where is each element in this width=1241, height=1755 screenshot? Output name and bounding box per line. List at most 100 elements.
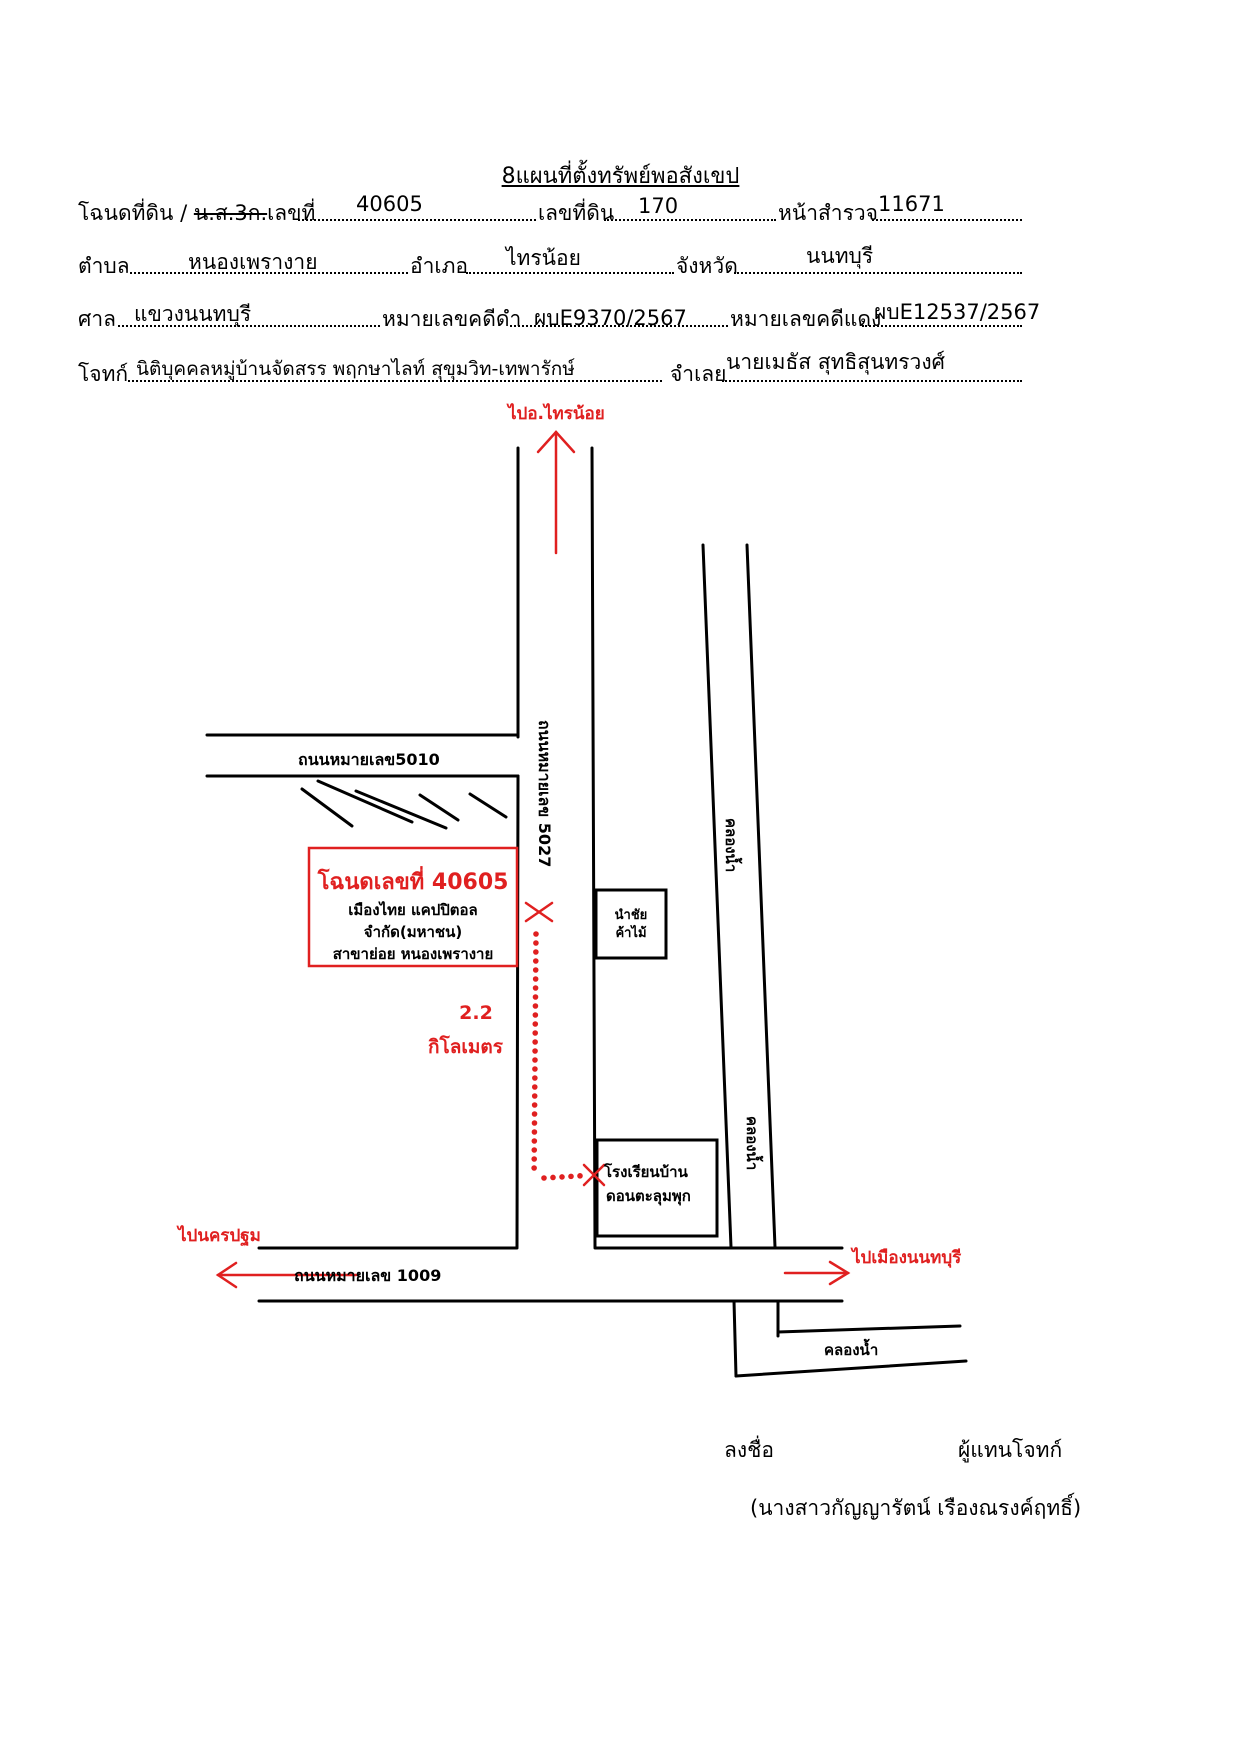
district-dotline (466, 272, 674, 274)
route-dot (533, 949, 539, 955)
distance-unit: กิโลเมตร (428, 1036, 503, 1058)
route-dot (533, 940, 539, 946)
distance-value: 2.2 (459, 1002, 493, 1024)
shop-label-line1: นำชัย (614, 908, 648, 923)
road-5027-right-edge (590, 446, 597, 1249)
deed-box-line2: จำกัด(มหาชน) (363, 923, 463, 941)
land-number-dotline (604, 219, 776, 221)
canal-bottom-upper-edge (776, 1324, 962, 1334)
canal-label-upper: คลองน้ำ (722, 818, 740, 873)
route-dot (532, 985, 539, 991)
deed-box-title: โฉนดเลขที่ 40605 (317, 870, 509, 895)
signer-name: (นางสาวกัญญารัตน์ เรืองณรงค์ฤทธิ์) (750, 1496, 1082, 1520)
canal-right-edge (745, 543, 777, 1249)
route-dot (532, 1039, 538, 1045)
road-5027-left-edge-bottom (515, 774, 520, 1249)
route-dot (532, 1021, 539, 1027)
hatch-line (418, 793, 460, 822)
route-dot (532, 976, 539, 982)
survey-page-label: หน้าสำรวจ (778, 201, 878, 225)
red-case-value: ผบE12537/2567 (874, 300, 1041, 324)
road-5010-label: ถนนหมายเลข5010 (298, 750, 440, 769)
school-box (595, 1138, 719, 1238)
subdistrict-value: หนองเพรางาย (188, 250, 318, 274)
route-dot (531, 1093, 538, 1099)
school-label-line1: โรงเรียนบ้าน (604, 1163, 688, 1181)
district-value: ไทรน้อย (506, 246, 581, 270)
deed-box-frame (307, 846, 519, 968)
hatch-line (468, 792, 508, 819)
defendant-label: จำเลย (670, 362, 727, 386)
route-dot (532, 1057, 538, 1063)
black-case-label: หมายเลขคดีดำ (382, 307, 522, 331)
land-number-label: เลขที่ดิน (538, 201, 615, 225)
route-dot (532, 967, 539, 973)
route-dot (541, 1175, 547, 1181)
court-label: ศาล (78, 307, 116, 331)
route-dot (531, 1102, 538, 1108)
route-dot (532, 1066, 538, 1072)
subdistrict-dotline (130, 272, 408, 274)
target-x-mark (524, 901, 554, 923)
defendant-value: นายเมธัส สุทธิสุนทรวงศ์ (726, 350, 945, 374)
route-dot (532, 1012, 539, 1018)
court-value: แขวงนนทบุรี (134, 302, 252, 326)
sign-label: ลงชื่อ (724, 1438, 774, 1462)
plaintiff-value: นิติบุคคลหมู่บ้านจัดสรร พฤกษาไลท์ สุขุมว… (136, 358, 575, 380)
hatch-line (300, 787, 354, 828)
survey-page-dotline (872, 219, 1022, 221)
black-case-dotline (510, 325, 728, 327)
red-case-label: หมายเลขคดีแดง (730, 307, 882, 331)
deed-number-value: 40605 (356, 192, 423, 216)
road-1009-label: ถนนหมายเลข 1009 (294, 1266, 442, 1285)
arrow-left-head (215, 1261, 238, 1289)
district-label: อำเภอ (410, 254, 469, 278)
to-nakhon-pathom-label: ไปนครปฐม (178, 1226, 261, 1246)
school-label-line2: ดอนตะลุมพุก (606, 1187, 691, 1205)
shop-box (594, 888, 668, 960)
route-dot (531, 1120, 538, 1126)
deed-label: โฉนดที่ดิน / น.ส.3ก.เลขที่ (78, 201, 316, 225)
route-dot (533, 931, 539, 937)
route-dot (532, 1030, 539, 1036)
land-number-value: 170 (638, 194, 679, 218)
deed-number-dotline (298, 219, 536, 221)
route-dot (559, 1174, 565, 1180)
route-dot (532, 994, 539, 1000)
deed-box-line1: เมืองไทย แคปปิตอล (348, 901, 478, 919)
canal-bottom-lower-edge (734, 1359, 968, 1378)
plaintiff-label: โจทก์ (78, 362, 129, 386)
hatch-line (354, 789, 448, 830)
route-dot (568, 1173, 574, 1180)
court-dotline (118, 325, 380, 327)
arrow-right-head (828, 1260, 851, 1286)
school-x-mark (582, 1163, 606, 1187)
route-dot (531, 1156, 537, 1162)
route-dot (532, 1003, 539, 1009)
arrow-up-head (536, 430, 576, 454)
route-dot (531, 1138, 538, 1144)
to-nonthaburi-label: ไปเมืองนนทบุรี (852, 1248, 962, 1268)
to-sainoi-label: ไปอ.ไทรน้อย (508, 404, 605, 424)
shop-label-line2: ค้าไม้ (615, 926, 647, 941)
route-dot (577, 1173, 583, 1179)
defendant-dotline (722, 380, 1022, 382)
plaintiff-rep-label: ผู้แทนโจทก์ (958, 1438, 1063, 1462)
province-value: นนทบุรี (806, 244, 874, 268)
black-case-value: ผบE9370/2567 (534, 306, 687, 330)
route-dot (532, 1048, 538, 1054)
province-label: จังหวัด (676, 254, 738, 278)
route-dot (531, 1147, 538, 1153)
deed-box-line3: สาขาย่อย หนองเพรางาย (332, 945, 494, 963)
page-title: 8แผนที่ตั้งทรัพย์พอสังเขป (501, 164, 740, 189)
route-dot (531, 1129, 538, 1135)
route-dot (531, 1111, 538, 1117)
canal-label-lower: คลองน้ำ (743, 1116, 761, 1171)
route-dot (532, 1075, 538, 1081)
ns3k-struck-label: น.ส.3ก. (193, 201, 268, 225)
canal-left-edge (701, 543, 733, 1249)
route-dot (531, 1165, 537, 1171)
route-dot (550, 1174, 556, 1181)
subdistrict-label: ตำบล (78, 254, 130, 278)
